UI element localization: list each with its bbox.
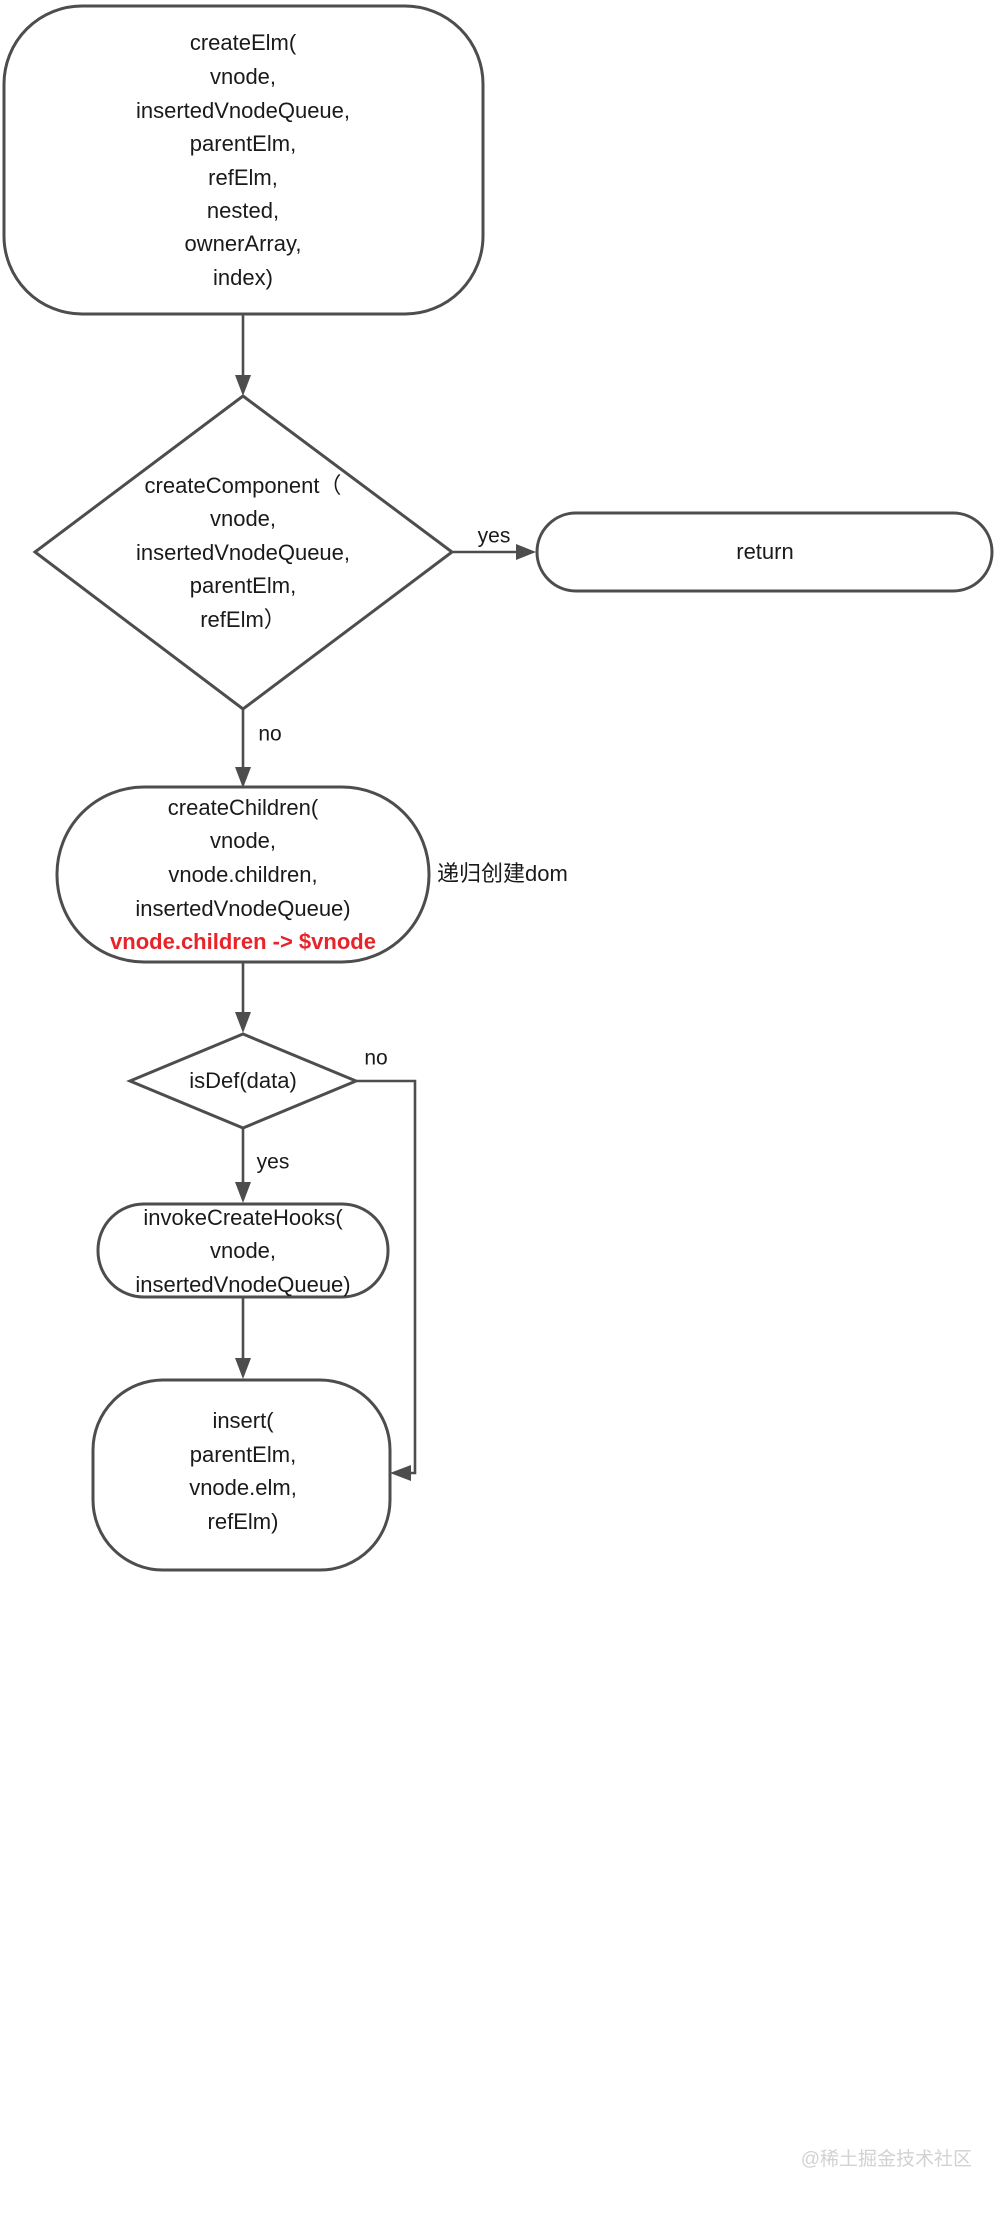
annotations-layer: 递归创建dom [437, 861, 568, 886]
create-elm-line-4: refElm, [208, 165, 278, 190]
create-children-line-2: vnode.children, [168, 862, 317, 887]
create-children-line-1: vnode, [210, 828, 276, 853]
create-elm-line-5: nested, [207, 198, 279, 223]
edge-isdef-to-insert-no [357, 1079, 417, 1481]
create-component-line-4: refElm） [200, 607, 286, 632]
invoke-create-hooks-line-0: invokeCreateHooks( [143, 1205, 343, 1230]
insert-line-3: refElm) [208, 1509, 279, 1534]
node-insert-shape[interactable] [91, 1378, 392, 1572]
node-create-children-label: createChildren( vnode, vnode.children, i… [110, 795, 376, 954]
edge-invokecreatehooks-to-insert [235, 1297, 251, 1379]
create-children-line-0: createChildren( [168, 795, 319, 820]
watermark-label: @稀土掘金技术社区 [801, 2148, 972, 2170]
watermark-layer: @稀土掘金技术社区 [801, 2148, 972, 2170]
invoke-create-hooks-line-1: vnode, [210, 1238, 276, 1263]
edge-label-isdef-yes: yes [257, 1151, 290, 1174]
node-is-def-label: isDef(data) [189, 1068, 297, 1093]
node-invoke-create-hooks-shape[interactable] [96, 1202, 390, 1299]
insert-line-2: vnode.elm, [189, 1475, 297, 1500]
insert-line-0: insert( [212, 1408, 274, 1433]
return-line-0: return [736, 539, 793, 564]
create-children-line-3: insertedVnodeQueue) [135, 896, 350, 921]
edge-label-component-no: no [258, 723, 281, 746]
invoke-create-hooks-line-2: insertedVnodeQueue) [135, 1272, 350, 1297]
node-invoke-create-hooks-label: invokeCreateHooks( vnode, insertedVnodeQ… [135, 1205, 350, 1297]
create-component-line-1: vnode, [210, 506, 276, 531]
node-insert-label: insert( parentElm, vnode.elm, refElm) [189, 1408, 297, 1534]
nodes-layer [2, 4, 994, 1572]
node-create-children-shape[interactable] [55, 785, 431, 964]
edge-label-component-yes: yes [478, 525, 511, 548]
is-def-line-0: isDef(data) [189, 1068, 297, 1093]
create-elm-line-6: ownerArray, [185, 231, 302, 256]
create-elm-line-2: insertedVnodeQueue, [136, 98, 350, 123]
create-children-highlight: vnode.children -> $vnode [110, 929, 376, 954]
edge-createchildren-to-isdef [235, 963, 251, 1033]
insert-line-1: parentElm, [190, 1442, 296, 1467]
edge-labels-layer: yes no no yes [257, 525, 511, 1174]
edge-createelm-to-createcomponent [235, 315, 251, 396]
create-component-line-0: createComponent（ [145, 473, 342, 498]
edge-label-isdef-no: no [364, 1047, 387, 1070]
node-return-label: return [736, 539, 793, 564]
create-component-line-2: insertedVnodeQueue, [136, 540, 350, 565]
create-elm-line-3: parentElm, [190, 131, 296, 156]
create-elm-line-0: createElm( [190, 30, 297, 55]
node-create-elm-label: createElm( vnode, insertedVnodeQueue, pa… [136, 30, 350, 290]
node-create-component-shape[interactable] [32, 394, 455, 711]
node-is-def-shape[interactable] [126, 1032, 360, 1130]
node-labels-layer: createElm( vnode, insertedVnodeQueue, pa… [110, 30, 794, 1534]
node-create-elm-shape[interactable] [2, 4, 485, 316]
edges-layer [235, 315, 536, 1481]
node-create-component-label: createComponent（ vnode, insertedVnodeQue… [136, 473, 350, 632]
annotation-recursive-dom: 递归创建dom [437, 861, 568, 886]
create-component-line-3: parentElm, [190, 573, 296, 598]
create-elm-line-1: vnode, [210, 64, 276, 89]
create-elm-line-7: index) [213, 265, 273, 290]
node-return-shape[interactable] [535, 511, 994, 593]
edge-createcomponent-to-createchildren [235, 710, 251, 788]
edge-createcomponent-to-return [453, 544, 536, 560]
